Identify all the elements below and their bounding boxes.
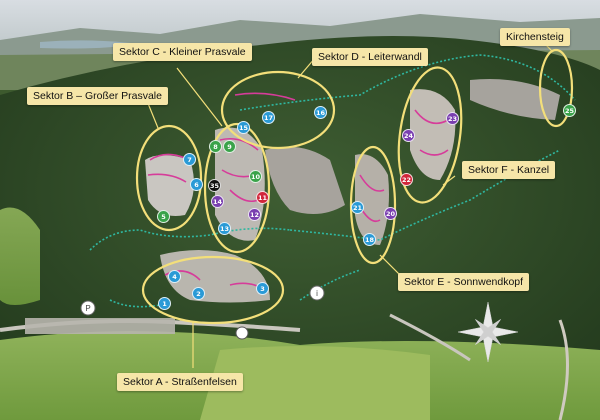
route-marker: 10: [249, 170, 262, 183]
route-marker: 20: [384, 207, 397, 220]
sector-d-outline: [220, 70, 336, 150]
route-marker: 6: [190, 178, 203, 191]
route-marker: 12: [248, 208, 261, 221]
route-marker: 11: [256, 191, 269, 204]
route-marker: 24: [402, 129, 415, 142]
route-marker: 9: [223, 140, 236, 153]
sector-label-kirchensteig: Kirchensteig: [500, 28, 570, 46]
svg-text:P: P: [85, 304, 90, 313]
sector-b-outline: [135, 124, 203, 232]
sector-label-d: Sektor D - Leiterwandl: [312, 48, 428, 66]
route-marker: 7: [183, 153, 196, 166]
info-icon: i: [309, 285, 325, 301]
route-marker: 23: [446, 112, 459, 125]
route-marker: 15: [237, 121, 250, 134]
route-marker: 16: [314, 106, 327, 119]
route-marker: 14: [211, 195, 224, 208]
route-marker: 21: [351, 201, 364, 214]
trail-icon: [235, 326, 249, 340]
sector-k-outline: [538, 48, 574, 128]
route-marker: 5: [157, 210, 170, 223]
route-marker: 25: [563, 104, 576, 117]
route-marker: 2: [192, 287, 205, 300]
svg-text:i: i: [316, 289, 318, 298]
route-marker: 18: [363, 233, 376, 246]
route-marker: 22: [400, 173, 413, 186]
route-marker: 13: [218, 222, 231, 235]
sector-label-b: Sektor B – Großer Prasvale: [27, 87, 168, 105]
sector-a-outline: [141, 255, 285, 325]
sector-label-c: Sektor C - Kleiner Prasvale: [113, 43, 252, 61]
route-marker: 35: [208, 179, 221, 192]
route-marker: 4: [168, 270, 181, 283]
route-marker: 17: [262, 111, 275, 124]
parking-icon: P: [80, 300, 96, 316]
compass-rose-icon: [457, 301, 519, 363]
sector-label-f: Sektor F - Kanzel: [462, 161, 556, 179]
sector-label-a: Sektor A - Straßenfelsen: [117, 373, 243, 391]
route-marker: 3: [256, 282, 269, 295]
sector-label-e: Sektor E - Sonnwendkopf: [398, 273, 530, 291]
route-marker: 1: [158, 297, 171, 310]
route-marker: 8: [209, 140, 222, 153]
sector-f-outline: [397, 66, 463, 204]
